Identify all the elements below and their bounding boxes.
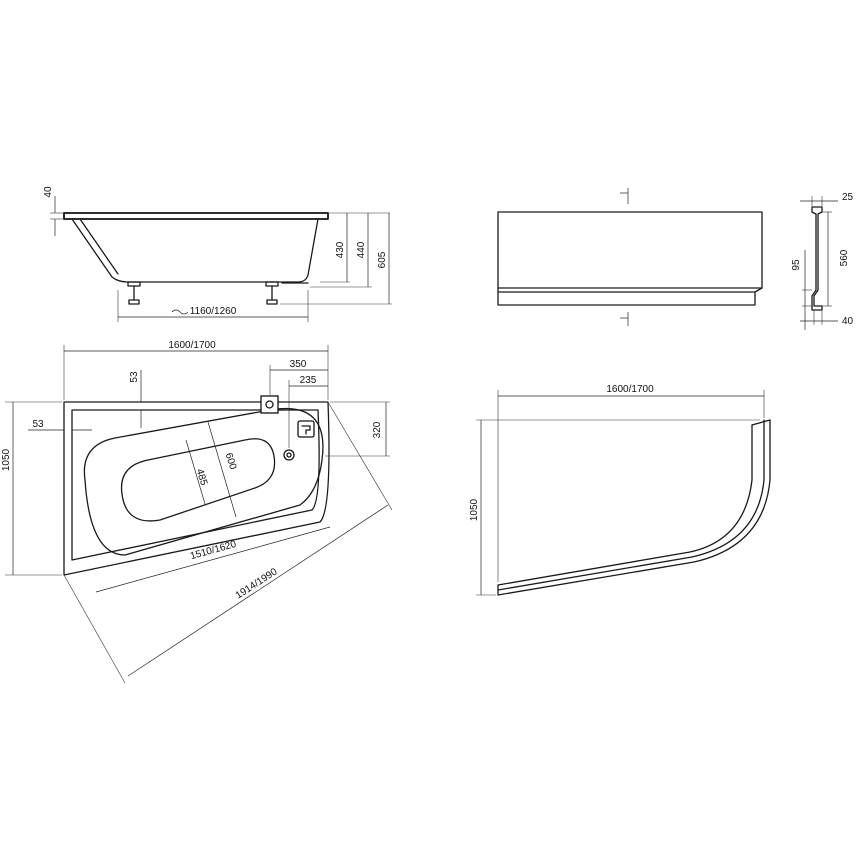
corner-depth-label: 320 bbox=[372, 421, 383, 438]
tap-icon bbox=[260, 395, 279, 414]
tub-leg-left bbox=[127, 281, 141, 305]
panel-plan-width-label: 1050 bbox=[469, 498, 480, 521]
plan-length-label: 1600/1700 bbox=[168, 340, 216, 351]
panel-plan-view: 1600/1700 1050 bbox=[469, 384, 771, 596]
plan-basin-bottom bbox=[120, 438, 276, 522]
dim-total-height-label: 605 bbox=[377, 251, 388, 268]
tub-inner-line bbox=[79, 218, 119, 275]
dim-plinth-label: 95 bbox=[791, 259, 802, 271]
drain-icon bbox=[283, 449, 295, 461]
side-view: 40 430 440 605 1160/1260 bbox=[43, 186, 392, 322]
dim-top-lip-label: 25 bbox=[842, 192, 854, 203]
dim-rim-label: 40 bbox=[43, 186, 54, 198]
plan-width-label: 1050 bbox=[1, 448, 12, 471]
inner-length-label: 1510/1620 bbox=[189, 539, 238, 562]
plan-basin bbox=[83, 408, 324, 556]
dim-depth-inner-label: 430 bbox=[335, 241, 346, 258]
panel-face bbox=[497, 211, 763, 306]
panel-curve-outer bbox=[497, 424, 753, 586]
rim-left-label: 53 bbox=[32, 419, 44, 430]
dim-bottom-recess-label: 40 bbox=[842, 316, 854, 327]
inner-width-label: 600 bbox=[223, 452, 239, 472]
rim-top-label: 53 bbox=[129, 371, 140, 383]
overflow-icon bbox=[297, 420, 315, 438]
dim-depth-outer-label: 440 bbox=[356, 241, 367, 258]
bottom-width-label: 485 bbox=[194, 468, 210, 488]
panel-front-view bbox=[497, 188, 763, 326]
tub-leg-right bbox=[265, 281, 279, 305]
panel-profile-shape bbox=[811, 206, 823, 311]
drain-offset-label: 235 bbox=[300, 375, 317, 386]
tub-body bbox=[71, 218, 319, 283]
dim-panel-height-label: 560 bbox=[839, 249, 850, 266]
diagonal-label: 1914/1990 bbox=[234, 566, 280, 601]
panel-plan-length-label: 1600/1700 bbox=[606, 384, 654, 395]
panel-curve-inner bbox=[497, 419, 765, 591]
plan-inner-rim bbox=[71, 409, 320, 561]
plan-view: 1600/1700 350 235 53 53 1050 320 600 485… bbox=[1, 340, 393, 684]
panel-curve-back bbox=[497, 419, 771, 596]
tap-offset-label: 350 bbox=[290, 359, 307, 370]
plan-outline bbox=[63, 401, 330, 576]
dim-bottom-length-label: 1160/1260 bbox=[190, 306, 237, 317]
tub-rim bbox=[63, 212, 329, 220]
panel-section-profile: 25 560 95 40 bbox=[791, 192, 854, 330]
